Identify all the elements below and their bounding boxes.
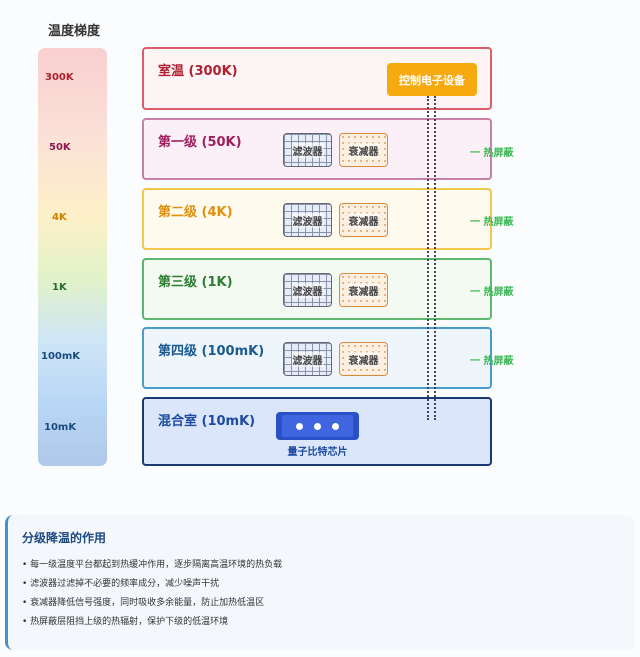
temp-label: 100mK: [41, 351, 81, 362]
qubit-dot-icon: [313, 422, 321, 430]
stage-50k: 第一级 (50K) 滤波器 衰减器: [142, 118, 492, 180]
filter-box: 滤波器: [283, 342, 332, 376]
attenuator-box: 衰减器: [339, 203, 388, 237]
stage-title: 室温 (300K): [158, 64, 238, 79]
filter-box: 滤波器: [283, 273, 332, 307]
signal-line: [427, 96, 429, 420]
attenuator-box: 衰减器: [339, 273, 388, 307]
heat-shield-label: 一 热屏蔽: [470, 148, 514, 159]
temp-label: 10mK: [44, 422, 77, 433]
chip-label: 量子比特芯片: [287, 447, 348, 458]
temp-label: 4K: [52, 212, 67, 223]
panel-item: • 滤波器过滤掉不必要的频率成分，减少噪声干扰: [22, 579, 220, 589]
panel-item: • 热屏蔽层阻挡上级的热辐射，保护下级的低温环境: [22, 617, 229, 627]
stage-1k: 第三级 (1K) 滤波器 衰减器: [142, 258, 492, 320]
attenuator-box: 衰减器: [339, 133, 388, 167]
stage-room-temp: 室温 (300K) 控制电子设备: [142, 47, 492, 110]
stage-4k: 第二级 (4K) 滤波器 衰减器: [142, 188, 492, 250]
stage-title: 混合室 (10mK): [158, 414, 256, 429]
panel-item: • 每一级温度平台都起到热缓冲作用，逐步隔离高温环境的热负载: [22, 560, 283, 570]
stage-title: 第三级 (1K): [158, 275, 233, 290]
signal-line: [434, 96, 436, 420]
heat-shield-label: 一 热屏蔽: [470, 287, 514, 298]
qubit-chip: [276, 412, 359, 440]
stage-title: 第二级 (4K): [158, 205, 233, 220]
stage-title: 第一级 (50K): [158, 135, 242, 150]
panel-item: • 衰减器降低信号强度，同时吸收多余能量，防止加热低温区: [22, 598, 265, 608]
filter-box: 滤波器: [283, 133, 332, 167]
stage-mixing-chamber: 混合室 (10mK) 量子比特芯片: [142, 397, 492, 466]
temperature-gradient-bar: [38, 48, 107, 466]
temp-label: 1K: [52, 282, 67, 293]
panel-title: 分级降温的作用: [22, 531, 107, 545]
filter-box: 滤波器: [283, 203, 332, 237]
temp-label: 50K: [49, 142, 71, 153]
attenuator-box: 衰减器: [339, 342, 388, 376]
temp-label: 300K: [45, 72, 74, 83]
qubit-dot-icon: [332, 422, 340, 430]
heat-shield-label: 一 热屏蔽: [470, 217, 514, 228]
stage-title: 第四级 (100mK): [158, 344, 265, 359]
info-panel: 分级降温的作用 • 每一级温度平台都起到热缓冲作用，逐步隔离高温环境的热负载 •…: [5, 515, 635, 650]
stage-100mk: 第四级 (100mK) 滤波器 衰减器: [142, 327, 492, 389]
qubit-dot-icon: [295, 422, 303, 430]
heat-shield-label: 一 热屏蔽: [470, 356, 514, 367]
gradient-title: 温度梯度: [48, 24, 101, 39]
control-electronics-box: 控制电子设备: [387, 63, 477, 96]
